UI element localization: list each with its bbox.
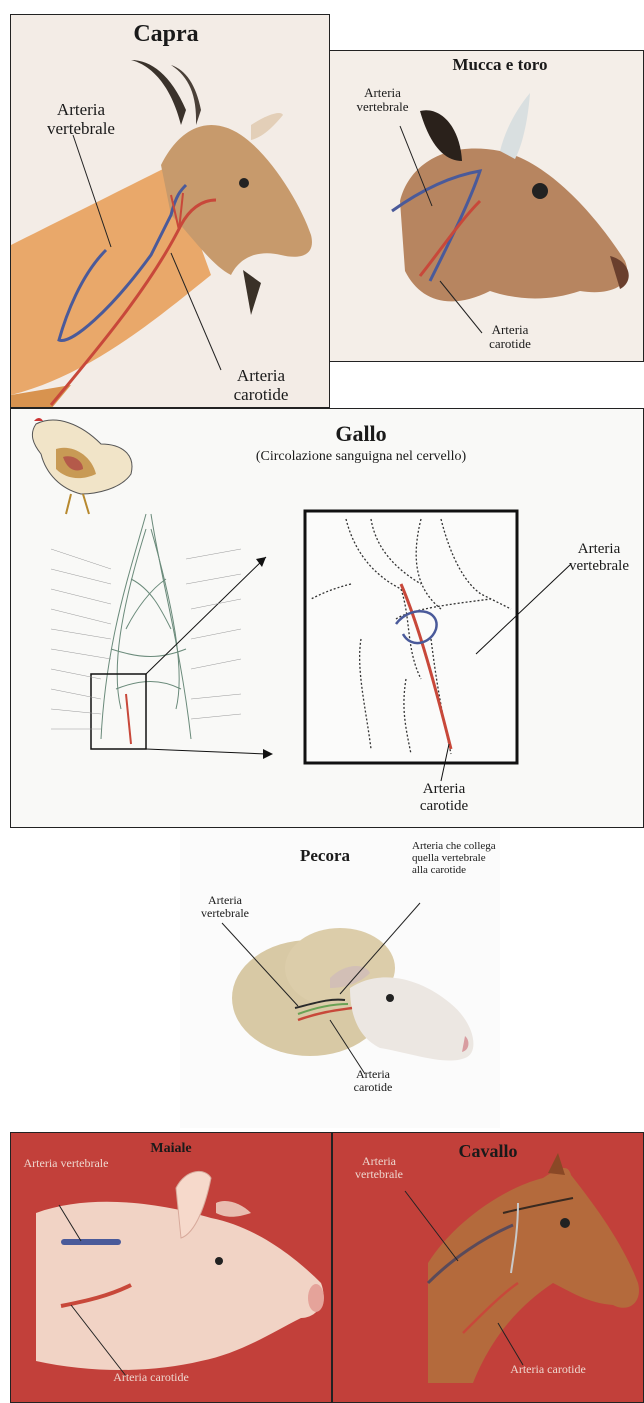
zoom-box (305, 511, 517, 763)
goat-carotid-label: Arteria carotide (216, 367, 306, 404)
goat-title: Capra (101, 21, 231, 48)
goat-eye (239, 178, 249, 188)
rooster-vertebral-label: Arteria vertebrale (559, 541, 639, 574)
horse-title: Cavallo (433, 1141, 543, 1162)
sheep-connecting-label: Arteria che collega quella vertebrale al… (412, 840, 497, 876)
pig-illustration (11, 1133, 332, 1403)
pig-panel: Maiale Arteria vertebrale Arteria caroti… (10, 1132, 332, 1403)
chicken-icon (32, 418, 132, 514)
sheep-panel: Pecora Arteria che collega quella verteb… (180, 828, 500, 1128)
goat-panel: Capra Arteria vertebrale Arteria carotid… (10, 14, 330, 408)
cow-panel: Mucca e toro Arteria vertebrale Arteria … (329, 50, 644, 362)
horse-carotid-label: Arteria carotide (508, 1363, 588, 1376)
horse-panel: Cavallo Arteria vertebrale Arteria carot… (332, 1132, 644, 1403)
rooster-illustration (11, 409, 644, 828)
cow-title: Mucca e toro (420, 55, 580, 75)
pig-title: Maiale (121, 1141, 221, 1157)
pig-vertebral-label: Arteria vertebrale (21, 1157, 111, 1170)
cow-vertebral-label: Arteria vertebrale (340, 86, 425, 115)
horse-vertebral-label: Arteria vertebrale (339, 1155, 419, 1181)
zoom-source-box (91, 674, 146, 749)
sheep-carotid-label: Arteria carotide (338, 1068, 408, 1094)
goat-illustration (11, 15, 330, 408)
rooster-subtitle: (Circolazione sanguigna nel cervello) (211, 449, 511, 464)
rooster-panel: Gallo (Circolazione sanguigna nel cervel… (10, 408, 644, 828)
rooster-title: Gallo (301, 421, 421, 447)
cow-carotid-label: Arteria carotide (470, 323, 550, 352)
sheep-vertebral-label: Arteria vertebrale (190, 894, 260, 920)
rooster-carotid-label: Arteria carotide (399, 781, 489, 814)
pig-vertebral-artery (61, 1239, 121, 1245)
pig-carotid-label: Arteria carotide (111, 1371, 191, 1384)
sheep-title: Pecora (275, 846, 375, 866)
goat-vertebral-label: Arteria vertebrale (31, 101, 131, 138)
